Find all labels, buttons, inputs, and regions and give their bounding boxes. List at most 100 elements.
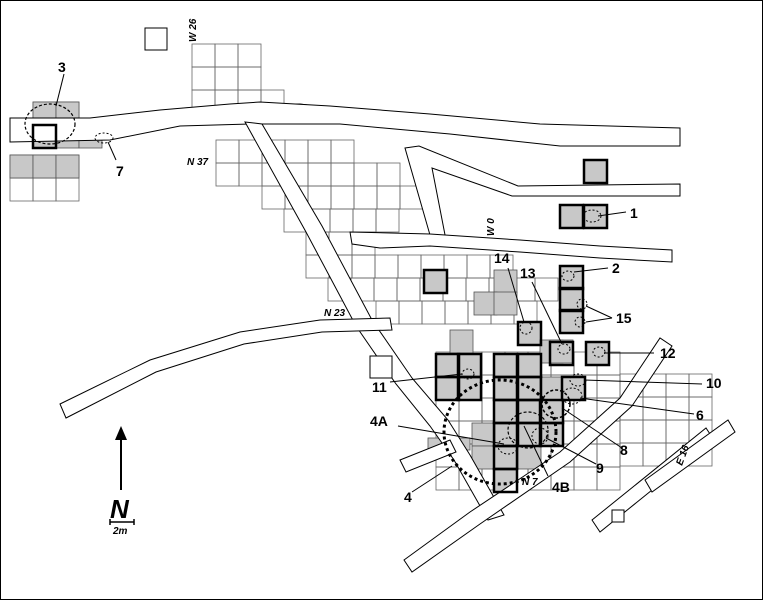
grid-cell bbox=[398, 300, 423, 325]
feature-15-outline-b bbox=[574, 316, 586, 328]
feature-14-outline bbox=[519, 321, 533, 335]
grid-cell bbox=[32, 177, 57, 202]
leader-14 bbox=[507, 267, 525, 323]
grid-cell bbox=[215, 162, 240, 187]
grid-cell bbox=[373, 277, 398, 302]
excavated-unit bbox=[493, 291, 518, 316]
label-14: 14 bbox=[494, 250, 510, 266]
isolated-squares bbox=[144, 27, 625, 523]
grid-cell bbox=[214, 43, 239, 68]
excavated-unit bbox=[517, 422, 542, 447]
grid-cell bbox=[665, 419, 690, 444]
feature-unit bbox=[582, 203, 609, 230]
grid-cell bbox=[573, 397, 598, 422]
leader-9 bbox=[545, 437, 597, 465]
leader-6 bbox=[579, 397, 695, 415]
grid-cell bbox=[352, 208, 377, 233]
grid-cell bbox=[214, 66, 239, 91]
excavated-unit bbox=[9, 154, 34, 179]
grid-cell bbox=[374, 254, 399, 279]
leader-15a bbox=[585, 305, 613, 319]
grid-cell bbox=[596, 466, 621, 491]
grid-cell bbox=[458, 397, 483, 422]
feature-9-outline bbox=[531, 427, 549, 445]
leader-2 bbox=[573, 267, 609, 273]
feature-unit bbox=[422, 268, 449, 295]
feature-unit bbox=[456, 375, 483, 402]
grid-label-w0: W 0 bbox=[486, 218, 497, 236]
scale-label: 2m bbox=[112, 526, 128, 537]
label-15: 15 bbox=[616, 310, 632, 326]
label-11: 11 bbox=[372, 379, 387, 395]
label-12: 12 bbox=[660, 345, 676, 361]
grid-cell bbox=[351, 254, 376, 279]
excavated-unit bbox=[559, 204, 584, 229]
road-middle bbox=[349, 231, 673, 263]
leader-8 bbox=[561, 407, 623, 449]
road-east16-lower bbox=[644, 419, 736, 493]
excavated-unit bbox=[559, 265, 584, 290]
feature-8-outline bbox=[541, 389, 571, 419]
feature-4b-outline bbox=[507, 411, 549, 449]
label-13: 13 bbox=[520, 265, 536, 281]
label-10: 10 bbox=[706, 375, 722, 391]
feature-6-outline bbox=[561, 387, 583, 405]
leader-lines bbox=[55, 73, 703, 493]
label-4: 4 bbox=[404, 489, 412, 505]
grid-cell bbox=[421, 300, 446, 325]
leader-13 bbox=[531, 281, 563, 345]
leader-4b bbox=[523, 425, 549, 477]
grid-cell bbox=[435, 466, 460, 491]
label-4a: 4A bbox=[370, 413, 388, 429]
grid-cell bbox=[376, 185, 401, 210]
label-2: 2 bbox=[612, 260, 620, 276]
grid-cell bbox=[353, 162, 378, 187]
label-9: 9 bbox=[596, 460, 604, 476]
label-8: 8 bbox=[620, 442, 628, 458]
excavated-unit bbox=[435, 353, 460, 378]
grid-cell bbox=[329, 208, 354, 233]
grid-cell bbox=[307, 185, 332, 210]
grid-cell bbox=[330, 162, 355, 187]
excavated-unit bbox=[32, 154, 57, 179]
grid-cell bbox=[396, 277, 421, 302]
grid-cell bbox=[238, 162, 263, 187]
road-southeast bbox=[403, 337, 673, 573]
feature-13-outline bbox=[557, 343, 571, 355]
leader-15b bbox=[585, 317, 613, 323]
grid-cell bbox=[466, 254, 491, 279]
north-label: N bbox=[110, 494, 130, 524]
grid-cell bbox=[534, 277, 559, 302]
grid-cell bbox=[237, 43, 262, 68]
grid-cell bbox=[191, 66, 216, 91]
excavated-unit bbox=[559, 309, 584, 334]
excavated-unit bbox=[449, 329, 474, 354]
grid-cell bbox=[665, 373, 690, 398]
feature-unit bbox=[560, 375, 587, 402]
excavated-unit bbox=[55, 154, 80, 179]
feature-unit bbox=[31, 123, 58, 150]
feature-2-outline bbox=[561, 270, 575, 282]
north-arrow: N 2m bbox=[109, 426, 135, 537]
grid-cell bbox=[307, 139, 332, 164]
label-3: 3 bbox=[58, 59, 66, 75]
road-upper-main-fill bbox=[9, 101, 681, 147]
feature-unit bbox=[516, 320, 543, 347]
grid-cell bbox=[375, 208, 400, 233]
excavated-unit bbox=[473, 291, 498, 316]
grid-cell bbox=[665, 396, 690, 421]
excavated-unit bbox=[517, 353, 542, 378]
label-4b: 4B bbox=[552, 479, 570, 495]
grid-cell bbox=[191, 43, 216, 68]
grid-cell bbox=[353, 185, 378, 210]
feature-15-outline-a bbox=[576, 298, 588, 310]
excavated-unit bbox=[493, 445, 518, 470]
excavated-unit bbox=[517, 321, 542, 346]
grid-cell bbox=[330, 185, 355, 210]
excavated-unit bbox=[517, 376, 542, 401]
grid-label-n7: N 7 bbox=[522, 477, 538, 488]
leader-4a bbox=[397, 425, 505, 445]
road-southwest bbox=[59, 317, 393, 419]
grid-label-w26: W 26 bbox=[188, 18, 199, 42]
excavated-unit bbox=[583, 204, 608, 229]
